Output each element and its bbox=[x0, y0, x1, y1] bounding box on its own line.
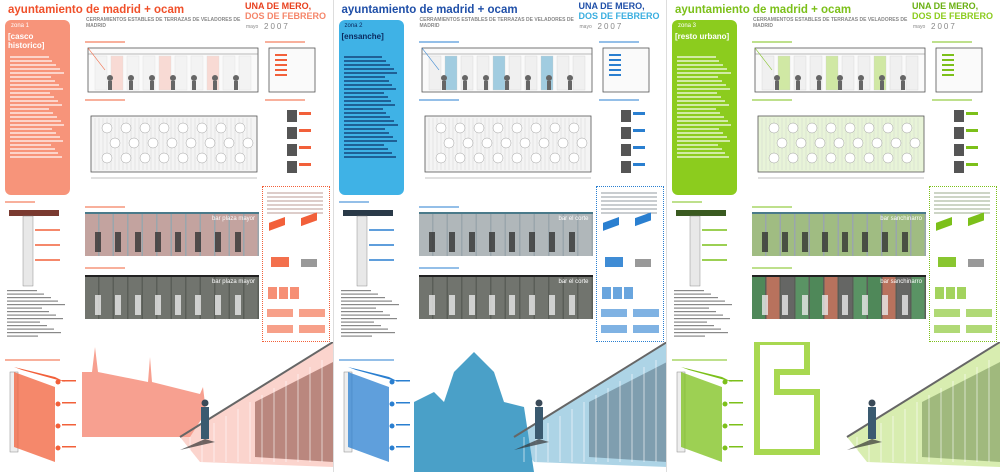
organization-title: ayuntamiento de madrid + ocam bbox=[8, 4, 185, 16]
zone-name: [resto urbano] bbox=[675, 32, 730, 41]
zone-label: zona 2 bbox=[344, 23, 363, 29]
strip-label-marks bbox=[418, 267, 459, 269]
elevation-drawing bbox=[85, 41, 259, 93]
wall-section-detail bbox=[672, 201, 727, 287]
strip-label-marks bbox=[752, 267, 792, 269]
event-year: 2007 bbox=[597, 22, 624, 31]
section-drawing bbox=[265, 41, 316, 93]
poster-subtitle: CERRAMIENTOS ESTABLES DE TERRAZAS DE VEL… bbox=[753, 17, 908, 29]
materials-info-box bbox=[595, 186, 664, 342]
photo-strip-before: bar el corte bbox=[418, 212, 593, 256]
zone-description bbox=[677, 56, 732, 160]
specifications-list bbox=[674, 290, 732, 337]
photo-strip-caption: bar plaza mayor bbox=[211, 216, 255, 222]
event-month: mayo bbox=[579, 24, 592, 30]
photo-strip-caption: bar plaza mayor bbox=[211, 279, 255, 285]
specifications-list bbox=[7, 290, 65, 337]
construction-details bbox=[265, 99, 311, 173]
materials-diagram bbox=[934, 192, 992, 333]
materials-info-box bbox=[929, 186, 997, 342]
strip-label-marks bbox=[85, 206, 125, 208]
zone-box: zona 3 [resto urbano] bbox=[672, 20, 737, 195]
zone-description bbox=[10, 56, 65, 160]
construction-details bbox=[598, 99, 645, 173]
poster-subtitle: CERRAMIENTOS ESTABLES DE TERRAZAS DE VEL… bbox=[419, 17, 574, 29]
event-title-line2: DOS DE FEBRERO bbox=[912, 11, 994, 21]
organization-title: ayuntamiento de madrid + ocam bbox=[675, 4, 852, 16]
strip-label-marks bbox=[752, 206, 792, 208]
construction-details bbox=[932, 99, 978, 173]
zone-name: [casco historico] bbox=[8, 32, 45, 50]
photo-strip-graphic bbox=[85, 277, 258, 319]
panel-divider bbox=[332, 0, 334, 472]
panel-divider bbox=[666, 0, 667, 472]
photo-strip-caption: bar sanchinarro bbox=[880, 279, 922, 285]
materials-info-box bbox=[262, 186, 330, 342]
zone-box: zona 2 [ensanche] bbox=[338, 20, 404, 195]
wall-section-detail bbox=[338, 201, 394, 287]
photo-strip-caption: bar el corte bbox=[558, 216, 589, 222]
event-title-line1: UNA DE MERO, bbox=[245, 1, 312, 11]
photo-strip-after: bar sanchinarro bbox=[752, 275, 926, 319]
photo-strip-graphic bbox=[85, 214, 258, 256]
event-month: mayo bbox=[913, 24, 926, 30]
strip-label-marks bbox=[85, 267, 125, 269]
photo-strip-after: bar el corte bbox=[418, 275, 593, 319]
event-month: mayo bbox=[246, 24, 259, 30]
photo-strip-graphic bbox=[418, 214, 591, 256]
zone-name: [ensanche] bbox=[341, 32, 384, 41]
materials-diagram bbox=[600, 192, 659, 333]
event-title-line1: UNA DE MERO, bbox=[578, 1, 645, 11]
photo-strip-caption: bar el corte bbox=[558, 279, 589, 285]
perspective-rendering bbox=[5, 342, 333, 467]
event-title-line2: DOS DE FEBRERO bbox=[245, 11, 327, 21]
event-title-line1: UNA DE MERO, bbox=[912, 1, 979, 11]
zone-description bbox=[343, 56, 399, 160]
photo-strip-graphic bbox=[418, 277, 591, 319]
photo-strip-after: bar plaza mayor bbox=[85, 275, 259, 319]
wall-section-detail bbox=[5, 201, 60, 287]
photo-strip-graphic bbox=[752, 214, 925, 256]
section-drawing bbox=[598, 41, 649, 93]
poster-subtitle: CERRAMIENTOS ESTABLES DE TERRAZAS DE VEL… bbox=[86, 17, 241, 29]
plan-drawing bbox=[752, 99, 925, 179]
materials-diagram bbox=[267, 192, 325, 333]
photo-strip-caption: bar sanchinarro bbox=[880, 216, 922, 222]
photo-strip-before: bar sanchinarro bbox=[752, 212, 926, 256]
plan-drawing bbox=[85, 99, 258, 179]
photo-strip-before: bar plaza mayor bbox=[85, 212, 259, 256]
elevation-drawing bbox=[418, 41, 592, 93]
perspective-rendering bbox=[338, 342, 667, 472]
event-year: 2007 bbox=[264, 22, 290, 31]
strip-label-marks bbox=[418, 206, 459, 208]
zone-box: zona 1 [casco historico] bbox=[5, 20, 70, 195]
zone-label: zona 1 bbox=[11, 23, 30, 29]
section-drawing bbox=[932, 41, 983, 93]
event-title-line2: DOS DE FEBRERO bbox=[578, 11, 660, 21]
specifications-list bbox=[340, 290, 399, 337]
event-year: 2007 bbox=[931, 22, 957, 31]
elevation-drawing bbox=[752, 41, 926, 93]
organization-title: ayuntamiento de madrid + ocam bbox=[341, 4, 518, 16]
photo-strip-graphic bbox=[752, 277, 925, 319]
plan-drawing bbox=[418, 99, 591, 179]
zone-label: zona 3 bbox=[678, 23, 697, 29]
perspective-rendering bbox=[672, 342, 1000, 467]
